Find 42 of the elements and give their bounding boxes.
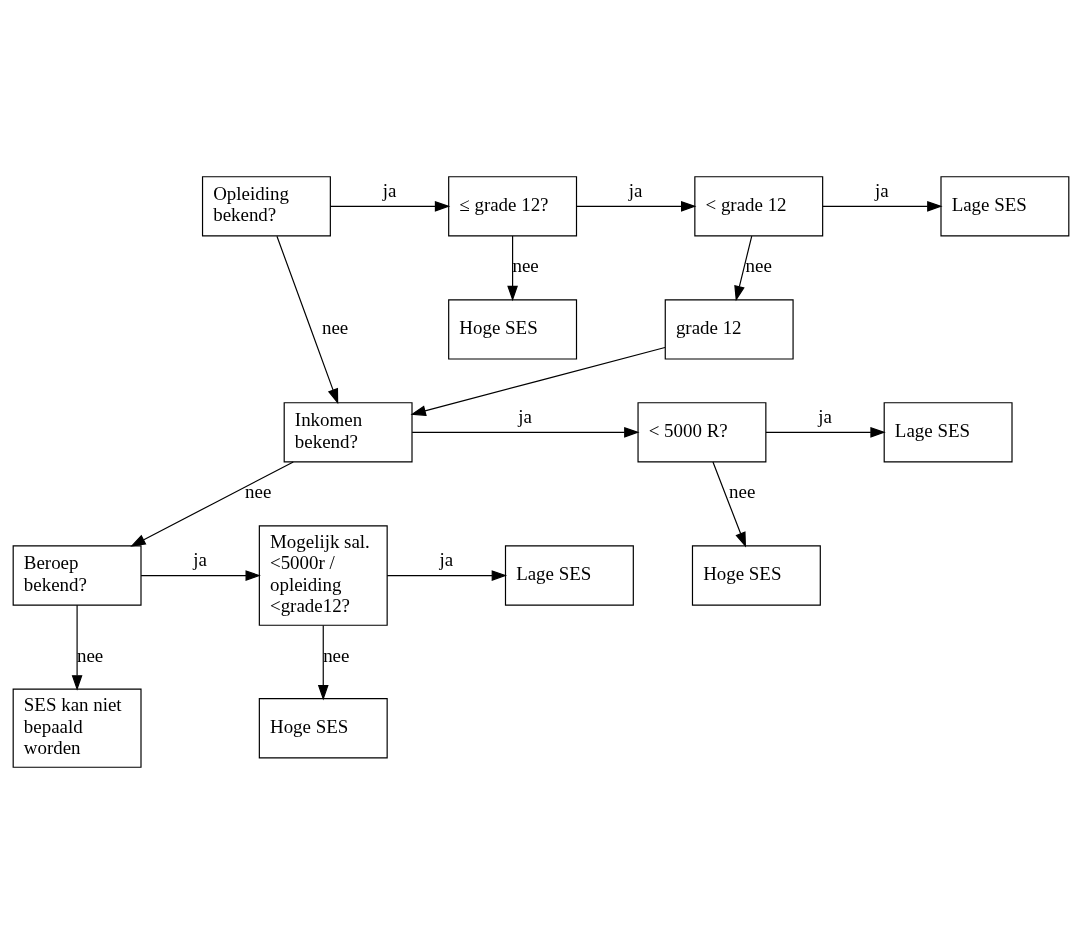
edge-label: ja xyxy=(818,405,832,427)
arrow xyxy=(712,460,747,548)
node-box: ≤ grade 12? xyxy=(448,175,578,236)
edge-label: nee xyxy=(321,316,349,338)
node-box: Opleiding bekend? xyxy=(201,175,331,236)
edge-label: ja xyxy=(628,179,643,201)
node-box: Lage SES xyxy=(504,544,634,606)
node-box: Mogelijk sal. <5000r / opleiding <grade12? xyxy=(258,524,388,626)
edge-label: ja xyxy=(382,179,397,201)
arrow xyxy=(276,235,339,404)
arrow xyxy=(576,200,697,212)
edge-label: ja xyxy=(193,548,207,570)
edge-label: nee xyxy=(512,254,539,276)
node-box: Hoge SES xyxy=(448,298,578,360)
node-box: < grade 12 xyxy=(694,175,824,236)
edge-label: nee xyxy=(729,480,756,502)
node-box: Lage SES xyxy=(940,175,1070,236)
arrow xyxy=(410,346,666,416)
node-box: < 5000 R? xyxy=(637,401,767,463)
arrow xyxy=(317,624,329,700)
node-box: Hoge SES xyxy=(258,697,388,758)
arrow xyxy=(822,200,943,212)
node-box: Inkomen bekend? xyxy=(283,401,413,463)
edge-label: nee xyxy=(245,480,272,502)
arrow xyxy=(140,569,261,581)
edge-label: ja xyxy=(439,548,454,570)
arrow xyxy=(71,604,83,691)
arrow xyxy=(130,460,294,547)
edge-label: ja xyxy=(875,179,889,201)
edge-label: nee xyxy=(745,254,772,276)
arrow xyxy=(507,235,518,301)
arrow xyxy=(734,235,753,301)
arrow xyxy=(386,569,508,581)
node-box: Lage SES xyxy=(883,401,1013,463)
node-box: Beroep bekend? xyxy=(12,544,142,606)
arrow xyxy=(329,200,451,212)
edge-label: ja xyxy=(518,405,532,427)
node-box: Hoge SES xyxy=(691,544,821,606)
node-box: SES kan niet bepaald worden xyxy=(12,688,142,768)
arrow xyxy=(411,426,640,438)
node-box: grade 12 xyxy=(664,298,794,360)
arrow xyxy=(765,426,886,438)
